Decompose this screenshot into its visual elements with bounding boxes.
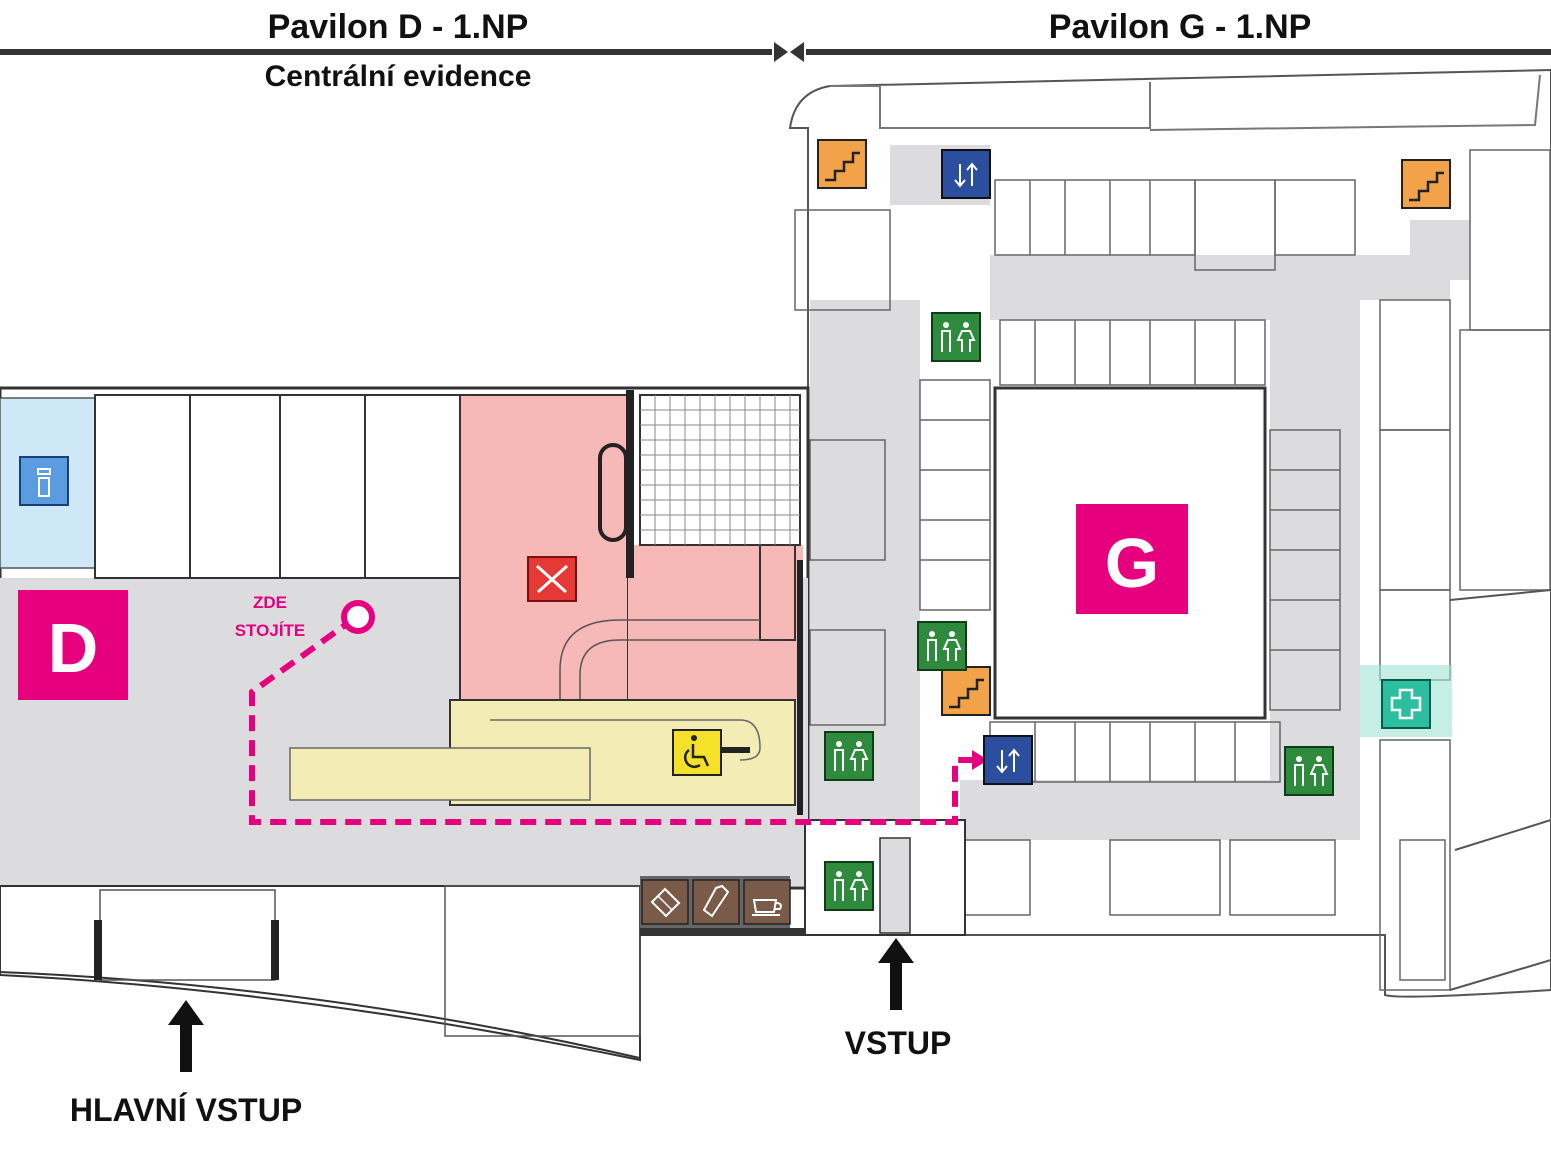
elevator-icon	[941, 149, 991, 199]
wheelchair-icon	[672, 729, 722, 776]
toilet-icon	[917, 621, 967, 671]
side-entrance-label: VSTUP	[845, 1025, 952, 1061]
toilet-icon	[824, 731, 874, 781]
info-icon	[19, 456, 69, 506]
stairs-icon	[817, 139, 867, 189]
elevator-icon	[983, 735, 1033, 785]
route-path	[249, 600, 988, 825]
pavilion-g-title: Pavilon G - 1.NP	[1049, 8, 1312, 46]
pavilion-d-subtitle: Centrální evidence	[265, 60, 532, 93]
toilet-icon	[1284, 746, 1334, 796]
toilet-icon	[931, 312, 981, 362]
you-are-here-marker	[341, 600, 375, 634]
stairs-icon	[941, 666, 991, 716]
you-are-here-label-line1: ZDE	[253, 593, 287, 612]
pavilion-g-letter: G	[1105, 524, 1159, 602]
chocolate-icon	[641, 879, 689, 925]
coffee-icon	[743, 879, 791, 925]
pavilion-d-letter: D	[48, 609, 99, 687]
header-divider	[0, 42, 1551, 62]
restaurant-icon	[527, 556, 577, 602]
main-entrance-arrow	[168, 1000, 204, 1072]
toilet-icon	[824, 861, 874, 911]
stairs-icon	[1401, 159, 1451, 209]
bottle-icon	[692, 879, 740, 925]
you-are-here-label-line2: STOJÍTE	[235, 621, 306, 640]
pavilion-d-marker	[18, 590, 128, 700]
side-entrance-arrow	[878, 938, 914, 1010]
pavilion-d-building	[0, 386, 810, 1062]
main-entrance-label: HLAVNÍ VSTUP	[70, 1092, 302, 1128]
pavilion-g-marker	[1076, 504, 1188, 614]
pavilion-d-title: Pavilon D - 1.NP	[268, 8, 529, 46]
first-aid-icon	[1381, 679, 1431, 729]
